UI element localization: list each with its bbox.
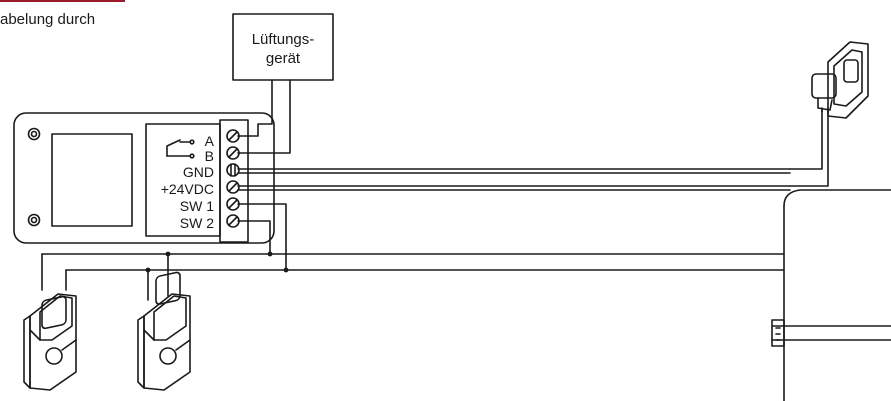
power-supply-unit-icon [771,189,891,401]
terminal-label-sw1: SW 1 [180,198,214,214]
terminal-label-gnd: GND [183,164,214,180]
terminal-block [219,119,249,243]
mounting-screw-bottom-icon [27,213,41,227]
screw-terminal-a-icon [226,129,240,143]
supply-wire [237,185,791,191]
switch-bus-lower [41,253,785,301]
diagram-caption: abelung durch [0,11,96,28]
screw-terminal-b-icon [226,146,240,160]
mounting-screw-top-icon [27,127,41,141]
terminal-label-sw2: SW 2 [180,215,214,231]
ventilator-label-line2: gerät [266,50,301,67]
screw-terminal-24vdc-icon [226,180,240,194]
relay-contact-symbol [166,139,195,159]
controller-housing [13,112,275,244]
wall-switch-icon [23,293,77,391]
ventilator-wires [237,79,291,154]
ventilator-box [232,13,334,81]
sw1-wire [237,203,287,271]
wall-socket-plug-icon [811,41,869,119]
relay-label-b: B [205,148,214,164]
relay-label-a: A [205,133,215,149]
wall-switch-icon [137,271,191,391]
screw-terminal-gnd-icon [226,163,240,177]
controller-display-window [51,133,133,227]
junction-dots [145,251,289,273]
ventilator-label-line1: Lüftungs- [252,31,315,48]
gnd-wire [237,168,791,174]
terminal-label-24vdc: +24VDC [161,181,214,197]
sw2-wire [237,220,271,255]
caption-rule [0,0,125,2]
socket-cable [789,109,829,187]
